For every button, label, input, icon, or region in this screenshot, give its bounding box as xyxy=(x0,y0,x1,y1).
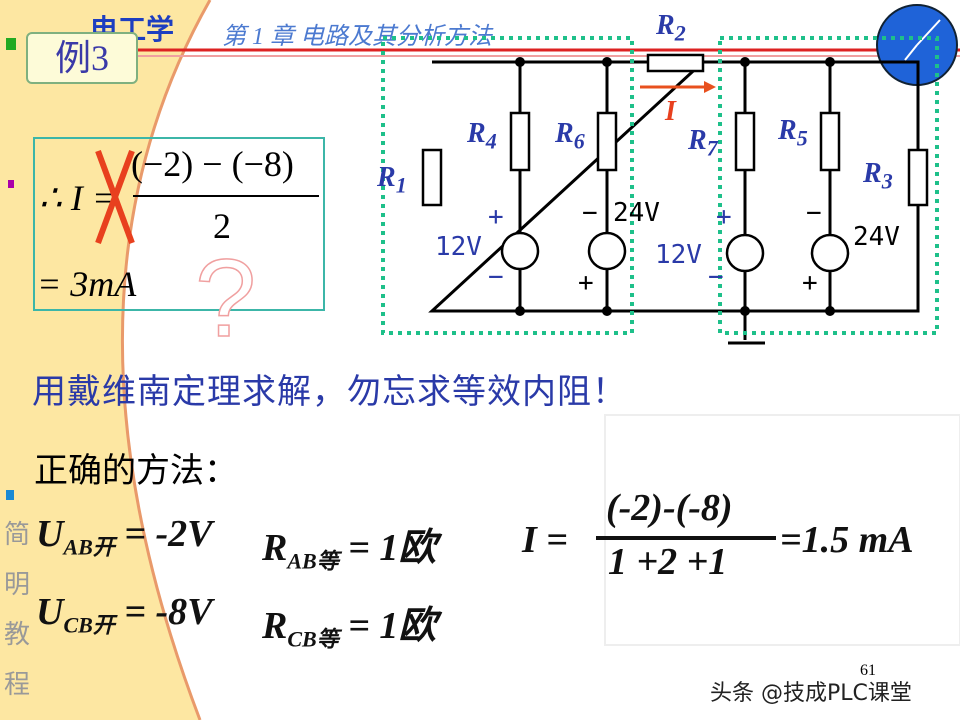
eq-r-symbol: R xyxy=(262,527,288,569)
wrong-formula-box: ∴ I = (−2) − (−8) 2 = 3mA xyxy=(33,137,325,311)
label-r1: R xyxy=(377,162,396,193)
label-r6-sub: 6 xyxy=(573,128,585,154)
hint-text: 用戴维南定理求解，勿忘求等效内阻！ xyxy=(32,374,627,411)
source-1-label: 12V xyxy=(435,232,482,262)
resistor-r6 xyxy=(596,111,618,172)
eq-sub: CB开 xyxy=(63,612,115,638)
resistor-r3 xyxy=(907,148,929,207)
eq-sub: AB等 xyxy=(287,548,339,574)
formula-result: = 3mA xyxy=(37,264,137,304)
sidebar-char: 教 xyxy=(4,620,31,649)
label-r7: R xyxy=(688,125,707,156)
eq-rcb: RCB等 = 1欧 xyxy=(262,594,436,654)
eq-sub: AB开 xyxy=(63,534,115,560)
label-r6: R xyxy=(555,118,574,149)
formula-denominator: 2 xyxy=(213,206,231,246)
resistor-r4 xyxy=(509,111,531,172)
eq-value: = 1欧 xyxy=(348,527,437,569)
left-decor-band xyxy=(0,0,210,720)
watermark: 头条 @技成PLC课堂 xyxy=(710,681,912,706)
fraction-bar xyxy=(596,536,776,540)
method-title: 正确的方法： xyxy=(34,453,238,490)
eq-uab: UAB开 = -2V xyxy=(36,512,212,562)
plus-sign: + xyxy=(578,268,594,298)
source-3-label: 12V xyxy=(655,240,702,270)
label-current: I xyxy=(665,96,676,127)
resistor-r7 xyxy=(734,111,756,172)
label-r7-sub: 7 xyxy=(706,135,718,161)
label-r5: R xyxy=(778,115,797,146)
label-r4: R xyxy=(467,118,486,149)
voltage-source-2 xyxy=(587,231,627,271)
eq-i: I = xyxy=(522,519,568,561)
eq-value: = -2V xyxy=(124,513,213,555)
question-mark-icon: ? xyxy=(194,236,257,361)
sidebar-char: 明 xyxy=(4,570,31,599)
plus-sign: + xyxy=(716,202,732,232)
sidebar-char: 程 xyxy=(4,670,31,699)
sidebar-vertical-title: 简 明 教 程 xyxy=(4,510,32,710)
voltage-source-1 xyxy=(500,231,540,271)
wrong-cross-icon xyxy=(95,149,135,245)
plus-sign: + xyxy=(488,202,504,232)
minus-sign: − xyxy=(806,198,822,228)
eq-value: = 1欧 xyxy=(348,605,437,647)
sidebar-char: 简 xyxy=(4,520,31,549)
eq-u-symbol: U xyxy=(36,591,64,633)
label-r2: R xyxy=(656,10,675,41)
eq-result: =1.5 mA xyxy=(780,519,914,561)
resistor-r5 xyxy=(819,111,841,172)
page-number: 61 xyxy=(860,662,876,679)
source-2-label: 24V xyxy=(613,198,660,228)
source-4-label: 24V xyxy=(853,222,900,252)
voltage-source-3 xyxy=(725,233,765,273)
eq-value: = -8V xyxy=(124,591,213,633)
label-r3: R xyxy=(863,158,882,189)
voltage-source-4 xyxy=(810,233,850,273)
eq-sub: CB等 xyxy=(287,626,339,652)
resistor-r1 xyxy=(421,148,443,207)
eq-numerator: (-2)-(-8) xyxy=(606,487,733,529)
faded-background-figure xyxy=(604,414,960,646)
minus-sign: − xyxy=(488,262,504,292)
dotted-box-left xyxy=(381,36,634,335)
eq-u-symbol: U xyxy=(36,513,64,555)
eq-denominator: 1 +2 +1 xyxy=(608,541,728,583)
formula-lhs: ∴ I = xyxy=(39,178,117,218)
eq-ucb: UCB开 = -8V xyxy=(36,590,212,640)
resistor-r2 xyxy=(646,53,705,73)
label-r4-sub: 4 xyxy=(485,128,497,154)
label-r1-sub: 1 xyxy=(395,172,407,198)
formula-numerator: (−2) − (−8) xyxy=(131,144,294,184)
dotted-box-right xyxy=(718,36,939,335)
eq-rab: RAB等 = 1欧 xyxy=(262,516,436,576)
minus-sign: − xyxy=(708,262,724,292)
label-r2-sub: 2 xyxy=(674,20,686,46)
label-r3-sub: 3 xyxy=(881,168,893,194)
eq-r-symbol: R xyxy=(262,605,288,647)
minus-sign: − xyxy=(582,198,598,228)
plus-sign: + xyxy=(802,268,818,298)
label-r5-sub: 5 xyxy=(796,125,808,151)
example-label: 例3 xyxy=(26,32,138,84)
